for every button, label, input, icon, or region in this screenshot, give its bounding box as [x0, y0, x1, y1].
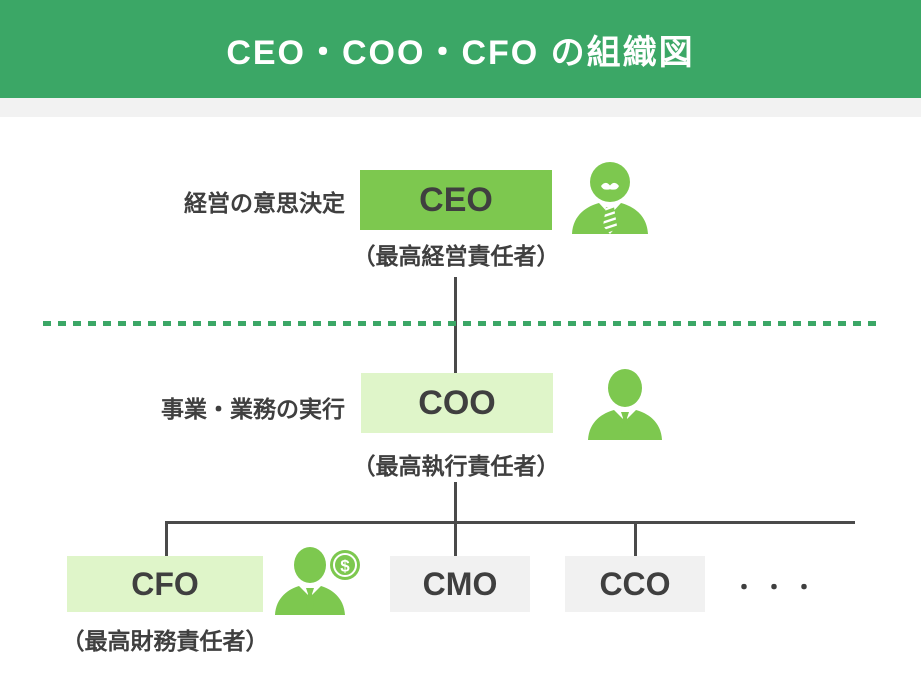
cfo-subtitle: （最高財務責任者） [61, 628, 269, 654]
ceo-avatar-mustache-icon [568, 160, 652, 234]
ceo-role-label: 経営の意思決定 [184, 190, 345, 216]
coo-subtitle: （最高執行責任者） [352, 453, 560, 479]
drop-line-cfo [165, 521, 168, 556]
cco-node-box: CCO [565, 556, 705, 612]
connector-coo-branch [454, 482, 457, 522]
ceo-node-box: CEO [360, 170, 552, 230]
coo-node-box: COO [361, 373, 553, 433]
cmo-node-box: CMO [390, 556, 530, 612]
coo-role-label: 事業・業務の実行 [161, 396, 345, 422]
ceo-node-label: CEO [419, 180, 493, 219]
cco-node-label: CCO [599, 565, 671, 602]
branch-horizontal-line [165, 521, 855, 524]
coo-node-label: COO [418, 383, 496, 422]
cfo-node-box: CFO [67, 556, 263, 612]
header-substrip [0, 98, 921, 117]
drop-line-cco [634, 521, 637, 556]
ceo-subtitle: （最高経営責任者） [352, 243, 560, 269]
cfo-avatar-dollar-icon: $ [266, 545, 368, 615]
cmo-node-label: CMO [422, 565, 498, 602]
header-bar: CEO・COO・CFO の組織図 [0, 0, 921, 98]
dashed-divider-line [43, 321, 878, 326]
svg-text:$: $ [340, 557, 350, 576]
more-roles-ellipsis: ・・・ [732, 575, 823, 600]
drop-line-cmo [454, 521, 457, 556]
cfo-node-label: CFO [131, 565, 199, 602]
page-title: CEO・COO・CFO の組織図 [226, 33, 695, 72]
coo-avatar-icon [585, 368, 665, 440]
